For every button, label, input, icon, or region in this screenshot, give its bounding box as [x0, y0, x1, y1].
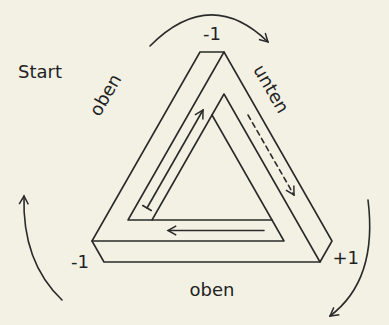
face-arrow [168, 230, 264, 232]
corner-value: +1 [333, 248, 360, 268]
dashed-arrow [248, 115, 294, 195]
arrow-tail [143, 206, 152, 211]
curved-arrow [24, 196, 62, 300]
face-label: oben [190, 280, 235, 300]
start-label: Start [18, 62, 62, 82]
face-label: oben [85, 70, 125, 119]
corner-value: -1 [203, 24, 221, 44]
curved-arrow [330, 200, 370, 316]
corner-value: -1 [71, 252, 89, 272]
face-label: unten [250, 61, 293, 116]
curved-arrow [150, 15, 268, 46]
face-arrow [147, 110, 203, 208]
outer-outline [92, 52, 332, 262]
edge-line [128, 52, 272, 220]
edge-line [152, 94, 320, 262]
edge-line [92, 115, 284, 241]
